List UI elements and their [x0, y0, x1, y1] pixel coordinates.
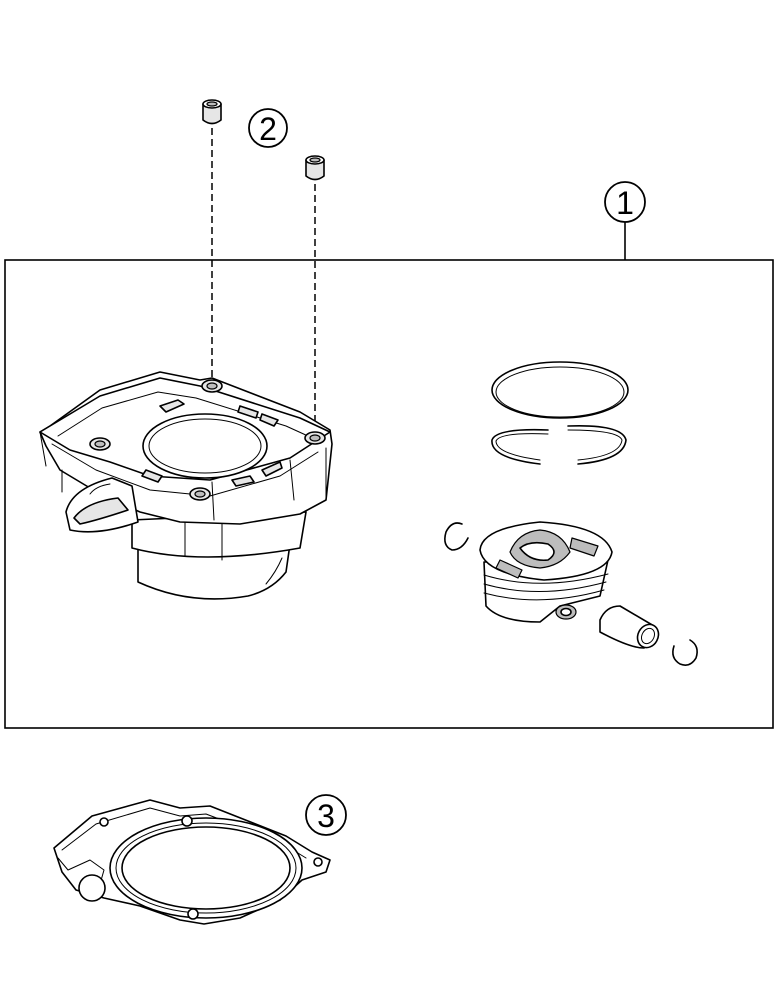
circlip-right — [672, 639, 698, 666]
cylinder — [39, 371, 333, 600]
callout-3: 3 — [305, 794, 347, 836]
callout-1-label: 1 — [616, 185, 634, 221]
piston-ring-top — [491, 361, 629, 419]
callout-3-label: 3 — [317, 798, 335, 834]
callout-1: 1 — [604, 181, 646, 223]
callout-2-label: 2 — [259, 111, 277, 147]
piston-ring-second — [491, 424, 627, 465]
dowel-pin-right — [305, 155, 325, 181]
piston-pin — [599, 605, 660, 649]
callout-2: 2 — [248, 108, 288, 148]
base-gasket — [53, 799, 331, 925]
piston — [479, 521, 613, 623]
circlip-left — [444, 522, 469, 551]
kit-frame — [4, 259, 774, 729]
dowel-pin-left — [202, 99, 222, 125]
